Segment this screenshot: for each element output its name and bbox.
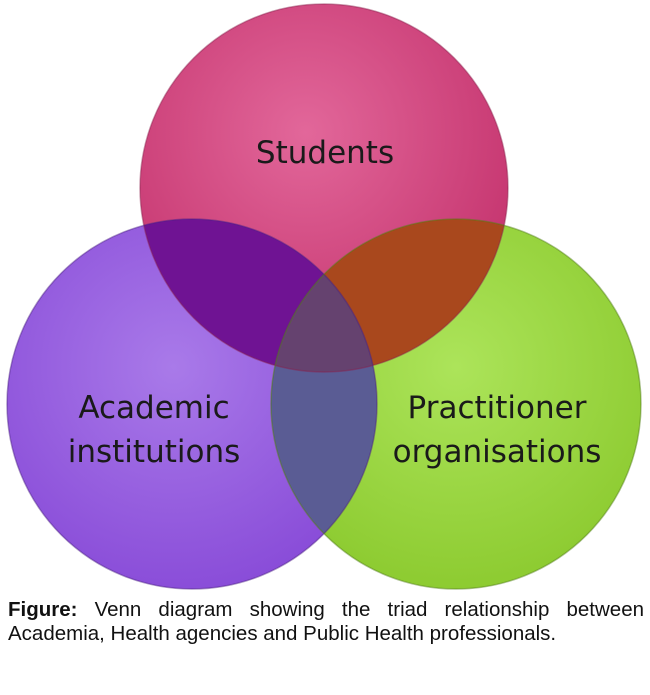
label-students: Students <box>256 135 394 171</box>
overlap-students-practitioner <box>271 219 508 372</box>
label-practitioner-line1: Practitioner <box>408 390 587 426</box>
figure-caption: Figure: Venn diagram showing the triad r… <box>8 598 644 646</box>
caption-label: Figure: <box>8 598 78 621</box>
venn-diagram: Students Academic institutions Practitio… <box>6 3 642 590</box>
caption-text: Venn diagram showing the triad relations… <box>8 598 644 645</box>
overlap-students-academic <box>140 219 377 372</box>
label-practitioner-line2: organisations <box>393 434 602 470</box>
label-academic-line2: institutions <box>68 434 241 470</box>
label-academic-line1: Academic <box>78 390 229 426</box>
